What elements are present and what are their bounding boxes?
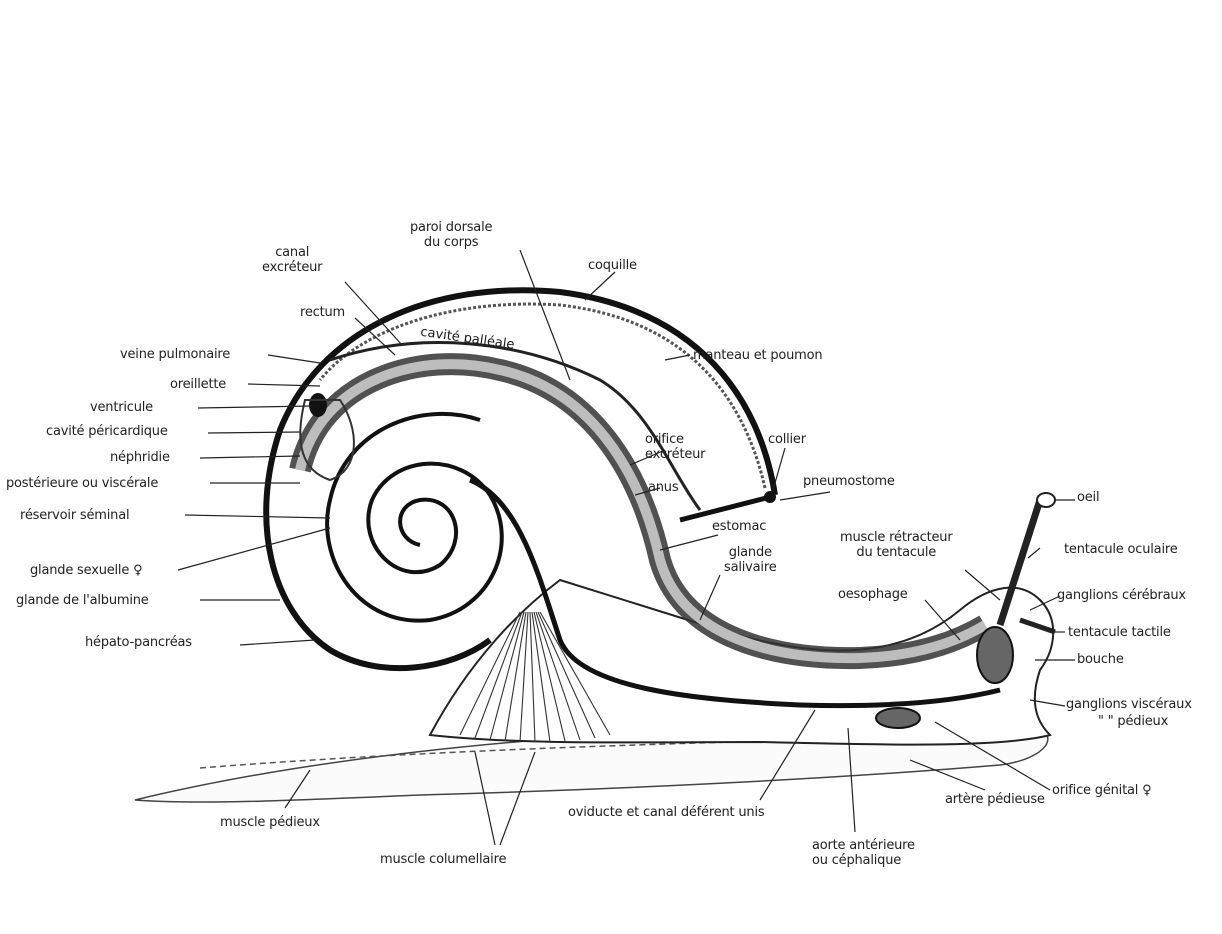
cerebral-ganglia-shape — [977, 627, 1013, 683]
label-canal-excreteur: canal excréteur — [262, 245, 322, 275]
label-artere-pedieuse: artère pédieuse — [945, 792, 1045, 807]
label-manteau-poumon: manteau et poumon — [693, 348, 822, 363]
label-oeil: oeil — [1077, 490, 1099, 505]
label-nephridie: néphridie — [110, 450, 170, 465]
label-muscle-pedieux: muscle pédieux — [220, 815, 320, 830]
label-muscle-columellaire: muscle columellaire — [380, 852, 506, 867]
label-veine-pulmonaire: veine pulmonaire — [120, 347, 230, 362]
label-cavite-palleale: cavité palléale — [419, 325, 515, 353]
label-ganglions-visceraux: ganglions viscéraux — [1066, 697, 1192, 712]
label-muscle-retracteur: muscle rétracteur du tentacule — [840, 530, 952, 560]
label-orifice-genital: orifice génital ♀ — [1052, 783, 1151, 798]
ventricle-shape — [309, 393, 327, 417]
visceral-ganglia-shape — [876, 708, 920, 728]
label-pedieux: " " pédieux — [1098, 714, 1168, 729]
label-orifice-excreteur: orifice excréteur — [645, 432, 705, 462]
label-ventricule: ventricule — [90, 400, 153, 415]
eye-shape — [1037, 493, 1055, 507]
label-bouche: bouche — [1077, 652, 1124, 667]
label-cavite-pericardique: cavité péricardique — [46, 424, 168, 439]
label-tentacule-oculaire: tentacule oculaire — [1064, 542, 1178, 557]
label-paroi-dorsale: paroi dorsale du corps — [410, 220, 492, 250]
label-tentacule-tactile: tentacule tactile — [1068, 625, 1171, 640]
label-hepato-pancreas: hépato-pancréas — [85, 635, 192, 650]
body-mass — [430, 580, 1053, 745]
label-glande-albumine: glande de l'albumine — [16, 593, 149, 608]
label-rectum: rectum — [300, 305, 345, 320]
label-anus: anus — [648, 480, 678, 495]
label-estomac: estomac — [712, 519, 766, 534]
label-pneumostome: pneumostome — [803, 474, 895, 489]
label-coquille: coquille — [588, 258, 637, 273]
label-ganglions-cerebraux: ganglions cérébraux — [1057, 588, 1186, 603]
label-aorte: aorte antérieure ou céphalique — [812, 838, 915, 868]
label-oesophage: oesophage — [838, 587, 908, 602]
label-reservoir-seminal: réservoir séminal — [20, 508, 129, 523]
label-collier: collier — [768, 432, 806, 447]
label-oreillette: oreillette — [170, 377, 226, 392]
label-glande-sexuelle: glande sexuelle ♀ — [30, 563, 142, 578]
label-oviducte: oviducte et canal déférent unis — [568, 805, 764, 820]
label-glande-salivaire: glande salivaire — [724, 545, 777, 575]
label-posterieure: postérieure ou viscérale — [6, 476, 158, 491]
